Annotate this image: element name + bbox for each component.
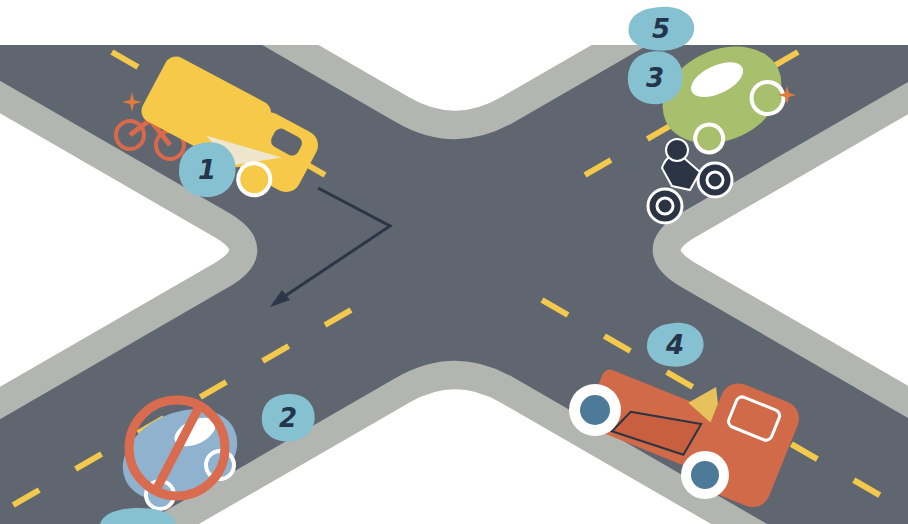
- prohibition-slash: [155, 405, 200, 492]
- callout-blob: 2: [259, 392, 317, 444]
- headlight-flash: [122, 92, 142, 112]
- truck-hub: [691, 461, 719, 489]
- turn-arrow: [276, 188, 390, 302]
- bike-hub: [707, 172, 723, 188]
- bike-wheel: [698, 163, 732, 197]
- prohibition-circle: [129, 400, 225, 496]
- truck-ramp: [612, 394, 701, 461]
- callout-number: 2: [279, 405, 297, 431]
- sidewalk-bottom: [0, 375, 908, 524]
- callout-blob: 4: [644, 321, 706, 369]
- truck-wheel: [233, 158, 276, 201]
- truck-cargo: [684, 380, 723, 423]
- truck-hub: [580, 395, 610, 425]
- bike-wheel: [648, 189, 682, 223]
- truck-window: [269, 126, 305, 158]
- blob-fill: [628, 7, 694, 51]
- callout-blob: 5: [625, 5, 697, 53]
- truck-wheel: [569, 384, 621, 436]
- bike-hub: [657, 198, 673, 214]
- callout-blob: 1: [176, 140, 238, 200]
- blob-fill: [628, 51, 683, 104]
- callout-number: 5: [652, 16, 670, 42]
- headlight-flash: [778, 86, 796, 104]
- arrow-head: [270, 290, 290, 307]
- callout-number: 3: [646, 65, 664, 91]
- callout-blob: 3: [625, 49, 685, 107]
- car-wheel: [746, 77, 789, 120]
- blob-fill: [647, 323, 704, 367]
- car-window: [686, 55, 749, 104]
- sidewalk-right: [667, 0, 908, 524]
- truck-window: [727, 395, 782, 442]
- car-blue: [108, 392, 252, 519]
- callout-number: 1: [198, 157, 216, 183]
- top-margin: [0, 0, 908, 45]
- car-wheel: [691, 120, 728, 157]
- cyclist-dark: [648, 139, 732, 223]
- truck-wheel: [681, 451, 729, 499]
- truck-yellow: [129, 52, 325, 213]
- car-body: [108, 392, 252, 519]
- callout-number: 4: [666, 332, 684, 358]
- blob-fill: [262, 394, 315, 441]
- cyclist-head: [666, 139, 688, 161]
- blob-fill: [179, 142, 236, 197]
- callout-blob: [100, 508, 176, 524]
